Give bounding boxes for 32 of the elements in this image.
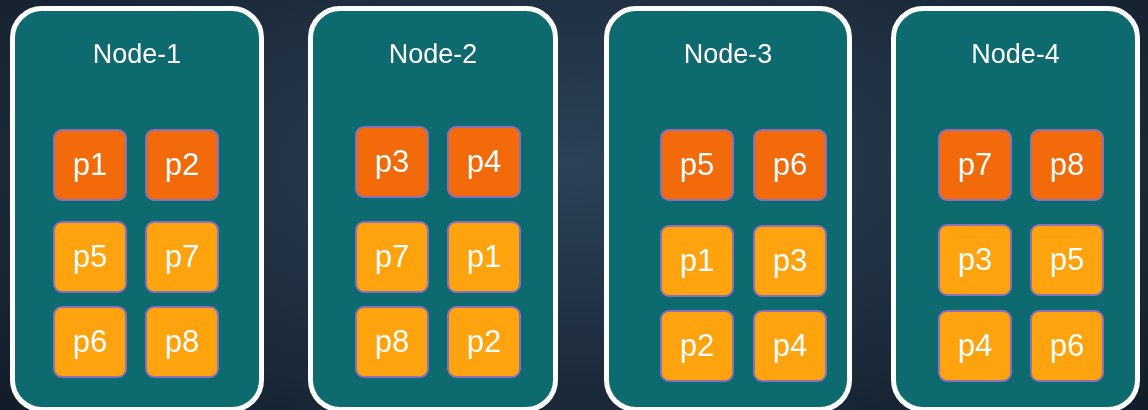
primary-partition: p7: [938, 129, 1012, 201]
node-card: [604, 6, 852, 410]
replica-partition: p6: [1030, 310, 1104, 382]
primary-partition: p6: [753, 129, 827, 201]
replica-partition: p4: [753, 310, 827, 382]
replica-partition: p8: [145, 306, 219, 378]
primary-partition: p2: [145, 129, 219, 201]
primary-partition: p8: [1030, 129, 1104, 201]
primary-partition: p5: [660, 129, 734, 201]
replica-partition: p8: [355, 306, 429, 378]
node-title: Node-4: [970, 39, 1061, 70]
node-title: Node-2: [387, 39, 479, 70]
replica-partition: p2: [660, 310, 734, 382]
replica-partition: p3: [753, 225, 827, 297]
node-card: [891, 6, 1140, 410]
node-title: Node-3: [682, 39, 774, 70]
primary-partition: p4: [447, 126, 521, 198]
replica-partition: p2: [447, 306, 521, 378]
node-title: Node-1: [91, 39, 183, 70]
node-card: [10, 6, 264, 410]
replica-partition: p5: [53, 221, 127, 293]
primary-partition: p1: [53, 129, 127, 201]
replica-partition: p1: [447, 221, 521, 293]
primary-partition: p3: [355, 126, 429, 198]
replica-partition: p1: [660, 225, 734, 297]
replica-partition: p7: [145, 221, 219, 293]
replica-partition: p4: [938, 310, 1012, 382]
replica-partition: p3: [938, 224, 1012, 296]
replica-partition: p5: [1030, 224, 1104, 296]
replica-partition: p6: [53, 306, 127, 378]
node-card: [308, 6, 558, 410]
replica-partition: p7: [355, 221, 429, 293]
